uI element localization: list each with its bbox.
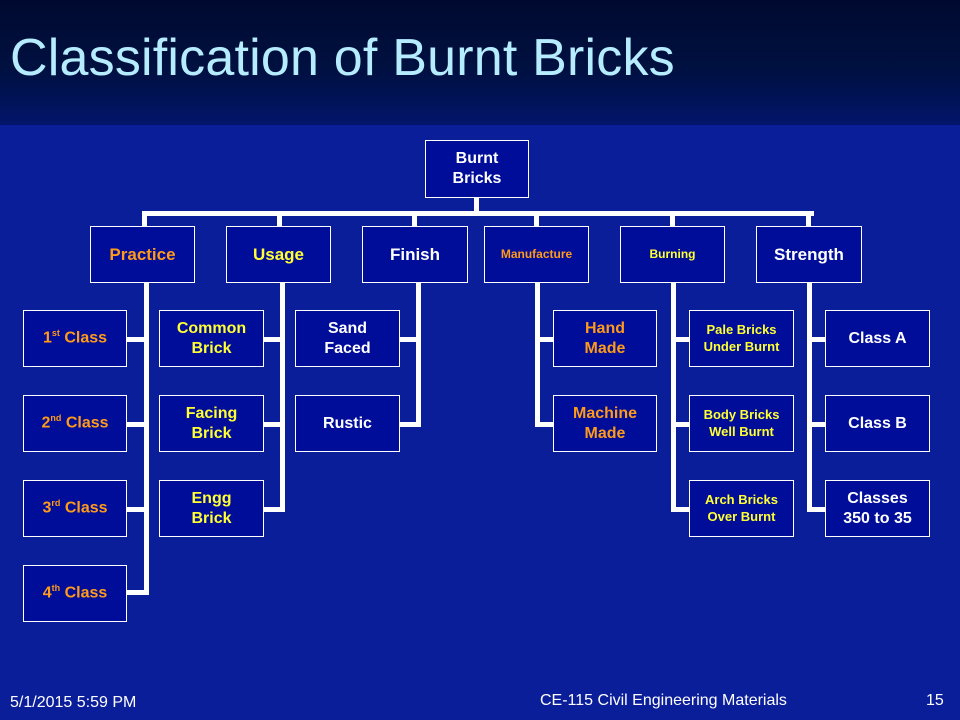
- practice-item-2: 2nd Class: [23, 395, 127, 452]
- title-bar: [0, 0, 960, 125]
- category-finish: Finish: [362, 226, 468, 283]
- practice-item-4: 4th Class: [23, 565, 127, 622]
- category-practice: Practice: [90, 226, 195, 283]
- finish-item-rustic: Rustic: [295, 395, 400, 452]
- practice-item-1: 1st Class: [23, 310, 127, 367]
- strength-item-class-a: Class A: [825, 310, 930, 367]
- category-usage: Usage: [226, 226, 331, 283]
- category-burning: Burning: [620, 226, 725, 283]
- category-strength: Strength: [756, 226, 862, 283]
- category-manufacture: Manufacture: [484, 226, 589, 283]
- practice-item-3: 3rd Class: [23, 480, 127, 537]
- footer-date: 5/1/2015 5:59 PM: [10, 694, 137, 711]
- slide-title: Classification of Burnt Bricks: [10, 29, 675, 87]
- strength-item-class-b: Class B: [825, 395, 930, 452]
- footer-course: CE-115 Civil Engineering Materials: [540, 692, 787, 709]
- footer-page-number: 15: [926, 692, 944, 709]
